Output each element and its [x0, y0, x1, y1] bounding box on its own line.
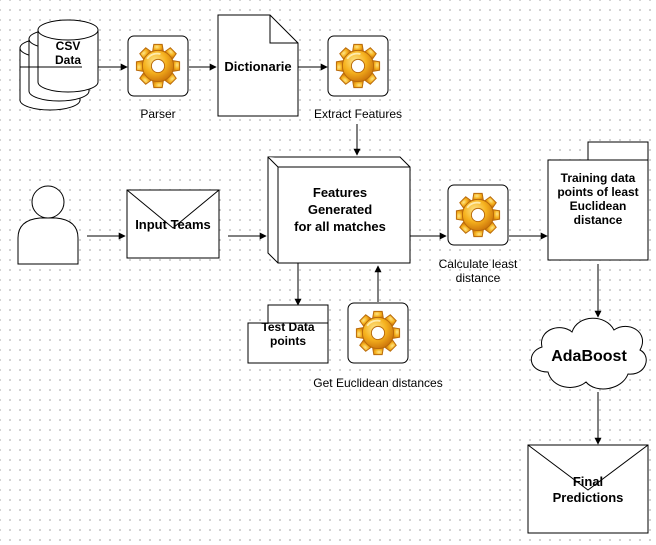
parser-label: Parser	[140, 107, 175, 121]
final-predictions-node: Final Predictions	[527, 444, 649, 534]
user-icon	[17, 185, 79, 265]
features-label-line3: for all matches	[294, 219, 386, 234]
test-label-line1: Test Data	[261, 320, 314, 334]
final-label-line1: Final	[573, 474, 603, 489]
edges	[82, 63, 602, 445]
input-teams-node: Input Teams	[126, 189, 220, 259]
features-label-line2: Generated	[308, 202, 372, 217]
parser-node	[127, 35, 189, 97]
training-label-line3: Euclidean	[570, 199, 627, 213]
dictionary-node: Dictionarie	[217, 14, 299, 117]
test-label-line2: points	[270, 334, 306, 348]
gear-icon	[335, 43, 381, 89]
adaboost-label: AdaBoost	[551, 348, 627, 365]
calc-least-distance-node	[447, 184, 509, 246]
euclidean-node	[347, 302, 409, 364]
calc-label-line2: distance	[456, 271, 501, 285]
input-teams-label: Input Teams	[135, 217, 211, 232]
euclidean-label: Get Euclidean distances	[313, 376, 442, 390]
adaboost-node: AdaBoost	[531, 317, 647, 390]
features-label-line1: Features	[313, 185, 367, 200]
csv-label-line1: CSV	[56, 39, 81, 53]
features-generated-node	[267, 156, 411, 264]
csv-label-line2: Data	[55, 53, 81, 67]
gear-icon	[135, 43, 181, 89]
dictionary-label: Dictionarie	[224, 59, 291, 74]
training-label-line1: Training data	[561, 171, 636, 185]
extract-features-node	[327, 35, 389, 97]
gear-icon	[455, 192, 501, 238]
csv-data-node	[19, 19, 99, 111]
test-data-node	[247, 304, 329, 364]
training-data-node	[547, 141, 649, 261]
gear-icon	[355, 310, 401, 356]
training-label-line2: points of least	[557, 185, 638, 199]
extract-features-label: Extract Features	[314, 107, 402, 121]
final-label-line2: Predictions	[553, 490, 624, 505]
training-label-line4: distance	[574, 213, 623, 227]
calc-label-line1: Calculate least	[439, 257, 518, 271]
